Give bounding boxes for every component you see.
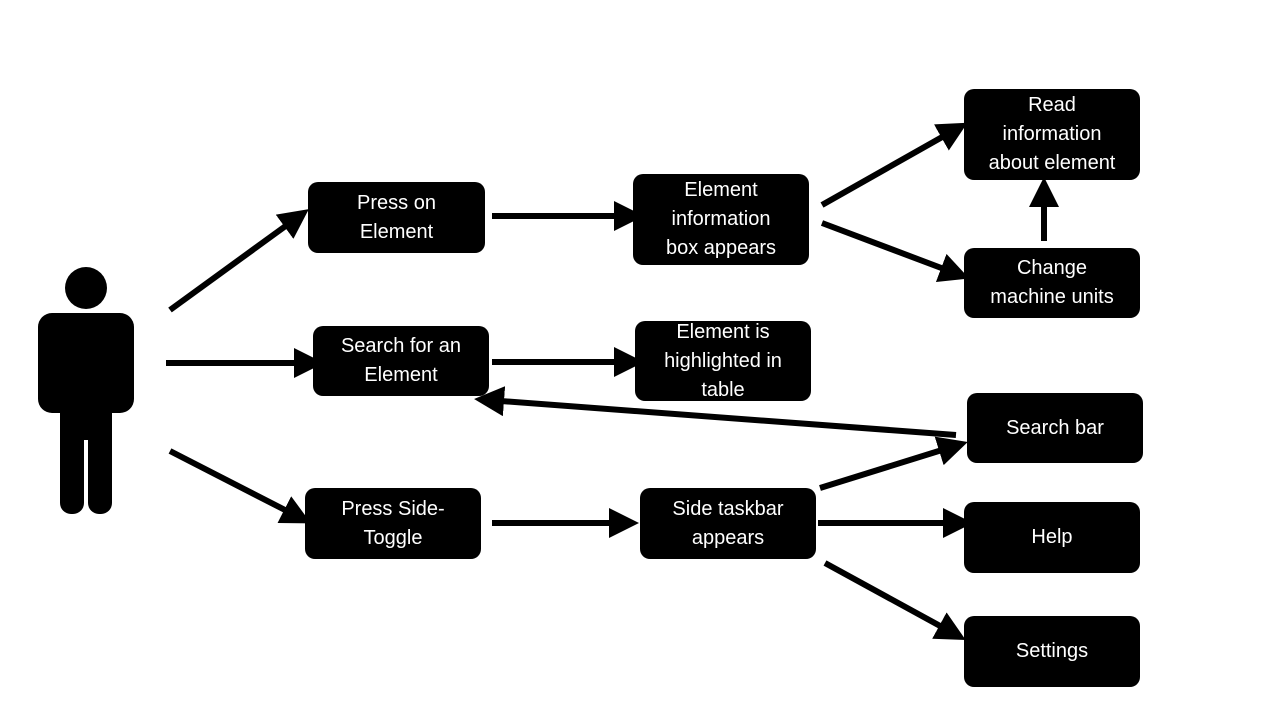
node-label: Settings: [1015, 640, 1089, 662]
arrow-person-to-press-toggle: [168, 448, 312, 524]
node-settings: Settings: [964, 616, 1140, 687]
arrow-side-taskbar-to-search-bar: [819, 436, 968, 491]
arrow-person-to-press-element: [168, 209, 309, 313]
node-search-bar: Search bar: [967, 393, 1143, 463]
node-label: Search for an Element: [340, 335, 462, 386]
node-read-information: Read information about element: [964, 89, 1140, 180]
node-label: Press Side- Toggle: [341, 497, 445, 549]
node-label: Element information box appears: [665, 179, 777, 259]
node-label: Search bar: [1006, 416, 1104, 439]
node-label: Press on Element: [357, 191, 436, 243]
node-label: Help: [1031, 526, 1073, 548]
node-label: Side taskbar appears: [672, 497, 784, 549]
person-icon: [38, 267, 134, 514]
node-label: Element is highlighted in table: [664, 321, 782, 401]
node-search-for-element: Search for an Element: [313, 326, 489, 396]
node-press-side-toggle: Press Side- Toggle: [305, 488, 481, 559]
arrow-info-box-to-read-info: [820, 122, 968, 208]
node-press-on-element: Press on Element: [308, 182, 485, 253]
arrow-side-taskbar-to-settings: [823, 560, 966, 640]
node-help: Help: [964, 502, 1140, 573]
node-label: Change machine units: [990, 257, 1114, 308]
arrow-search-bar-to-search-element: [474, 386, 957, 438]
node-element-highlighted: Element is highlighted in table: [635, 321, 811, 401]
node-side-taskbar-appears: Side taskbar appears: [640, 488, 816, 559]
node-element-info-box-appears: Element information box appears: [633, 174, 809, 265]
node-change-machine-units: Change machine units: [964, 248, 1140, 318]
node-label: Read information about element: [988, 94, 1116, 174]
arrow-info-box-to-change-units: [820, 220, 970, 282]
